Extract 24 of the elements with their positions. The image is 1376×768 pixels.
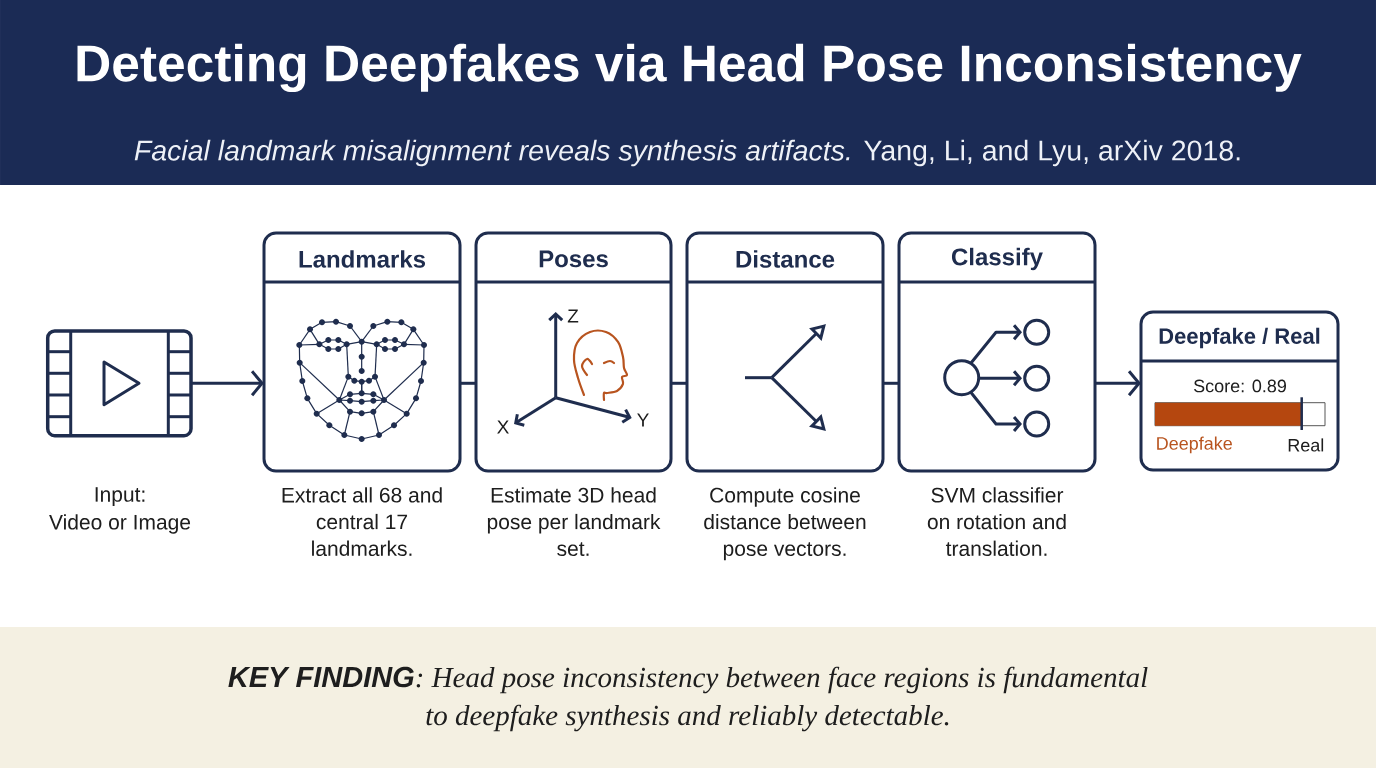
arrow [191,370,264,397]
caption-text: Compute cosine distance between pose vectors. [704,487,866,561]
caption-text: Video or Image [49,514,191,534]
axis-label: Y [637,413,649,427]
caption-text: SVM classifier on rotation and translation. [927,487,1066,556]
caption-text: Input: [95,487,145,506]
video-icon [45,329,193,438]
connector-line [671,381,687,385]
score-text: Score: 0.89 [1193,379,1286,393]
axis-label: Z [567,309,579,323]
bar-label: Deepfake [1157,436,1232,454]
axis-label: X [497,420,509,434]
bar-label: Real [1288,438,1324,452]
process-box: Classify [897,231,1097,473]
caption-text: Extract all 68 and central 17 landmarks. [282,487,442,556]
arrow [1095,370,1141,397]
connector-line [883,381,899,385]
key-finding-text: KEY FINDING: Head pose inconsistency between face regions is fundamental to deepfake synthesis and reliably detectable. [228,666,1148,732]
process-box: Landmarks [262,231,462,473]
caption-text: Estimate 3D head pose per landmark set. [487,487,661,556]
connector-line [460,381,476,385]
subtitle: Facial landmark misalignment reveals synthesis artifacts. Yang, Li, and Lyu, arXiv 2018. [134,139,1240,167]
process-box: Distance [685,231,885,473]
title: Detecting Deepfakes via Head Pose Inconsistency [77,43,1302,93]
